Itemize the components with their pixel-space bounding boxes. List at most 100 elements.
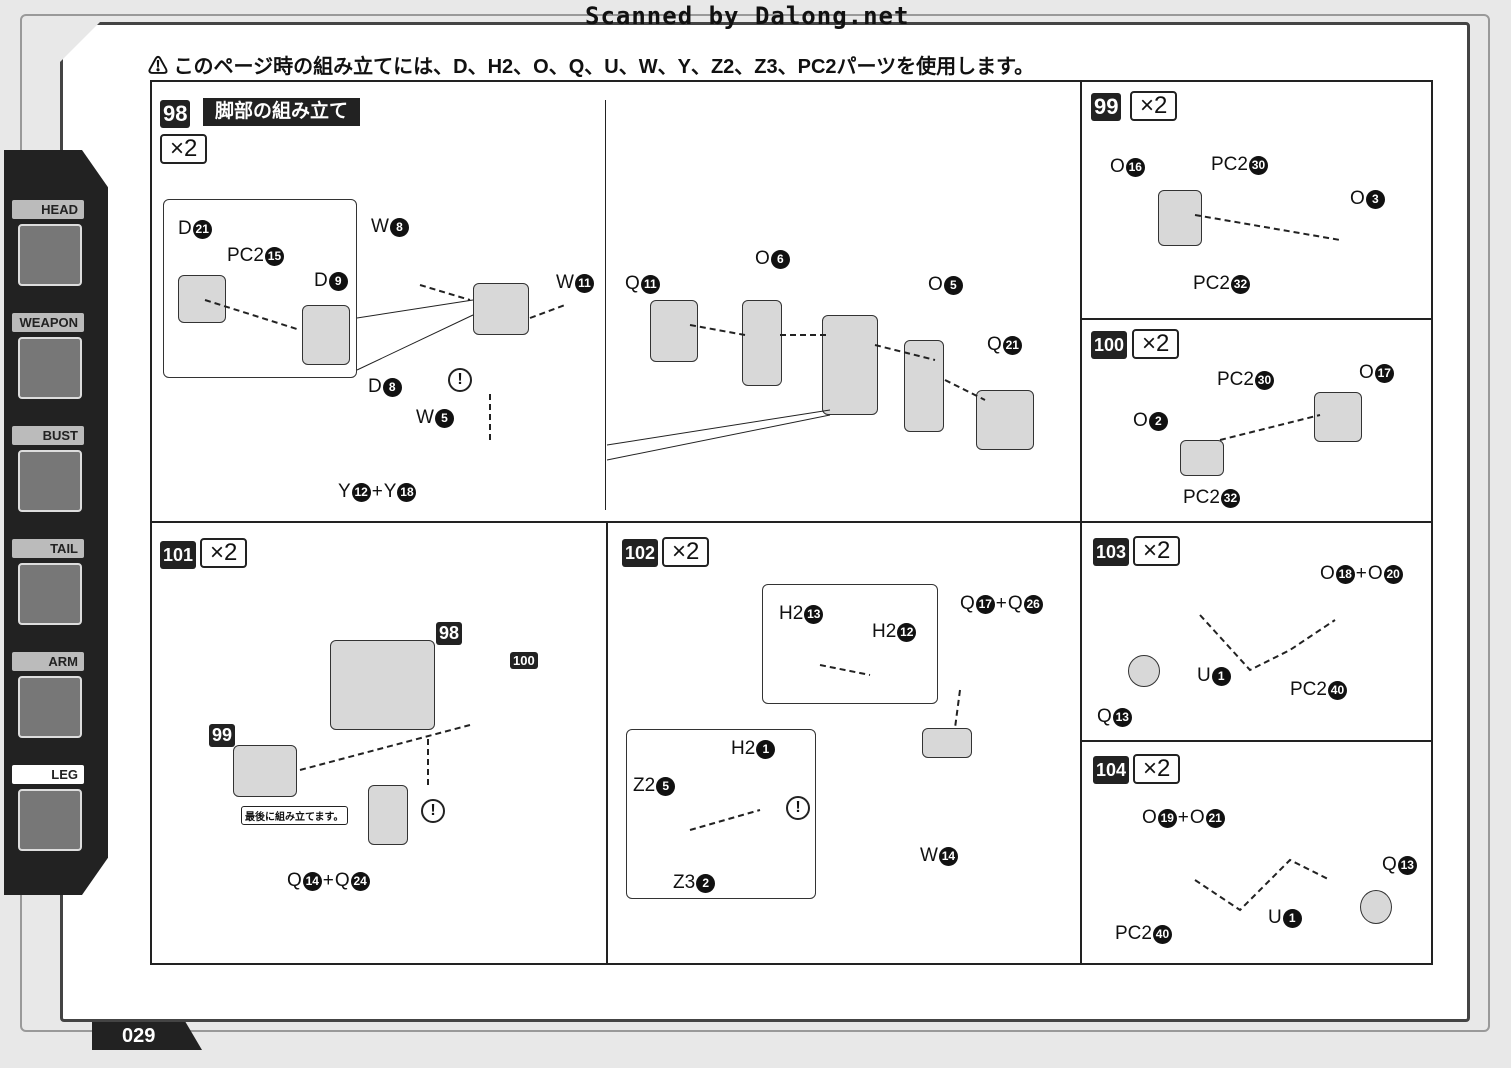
caution-icon: !: [786, 796, 810, 820]
part-runner: O: [1110, 156, 1125, 177]
part-illustration: [922, 728, 972, 758]
part-number: 19: [1157, 808, 1177, 828]
part-number: 20: [1383, 564, 1403, 584]
part-illustration: [1314, 392, 1362, 442]
divider: [150, 521, 1433, 523]
part-runner: O: [1189, 807, 1205, 828]
sidebar-tab-bust[interactable]: BUST: [12, 426, 84, 445]
part-runner: W: [556, 272, 574, 293]
part-number: 40: [1327, 680, 1347, 700]
parts-notice: ⚠ このページ時の組み立てには、D、H2、O、Q、U、W、Y、Z2、Z3、PC2…: [148, 56, 1035, 78]
multiplier-badge: ×2: [662, 537, 710, 567]
watermark: Scanned by Dalong.net: [585, 2, 910, 30]
part-number: 1: [756, 739, 776, 759]
part-runner: U: [1268, 907, 1282, 928]
part-runner: O: [1359, 362, 1374, 383]
part-number: 30: [1248, 155, 1268, 175]
part-number: 3: [1365, 189, 1385, 209]
step-101-number: 101: [160, 541, 197, 569]
part-illustration: [904, 340, 944, 432]
multiplier-badge: ×2: [1133, 754, 1181, 784]
plus-sign: +: [371, 481, 383, 502]
part-number: 5: [943, 275, 963, 295]
part-runner: H2: [779, 603, 804, 624]
multiplier-badge: ×2: [1132, 329, 1180, 359]
part-number: 13: [1397, 855, 1417, 875]
part-illustration: [330, 640, 435, 730]
part-number: 12: [897, 622, 917, 642]
part-runner: U: [1197, 665, 1211, 686]
part-number: 13: [804, 604, 824, 624]
part-runner: Q: [1007, 593, 1023, 614]
part-runner: H2: [731, 738, 756, 759]
step-ref-tag: 100: [510, 652, 538, 669]
part-runner: PC2: [1290, 679, 1327, 700]
part-number: 16: [1125, 157, 1145, 177]
part-number: 21: [1205, 808, 1225, 828]
part-runner: PC2: [1217, 369, 1254, 390]
caution-icon: !: [448, 368, 472, 392]
part-number: 2: [1148, 411, 1168, 431]
part-runner: W: [416, 407, 434, 428]
part-number: 1: [1282, 908, 1302, 928]
step-102-number: 102: [622, 539, 659, 567]
part-number: 21: [192, 219, 212, 239]
step-ref-tag: 99: [209, 724, 236, 747]
part-runner: Q: [987, 334, 1002, 355]
part-runner: Z2: [633, 775, 656, 796]
part-number: 32: [1220, 488, 1240, 508]
divider: [606, 521, 608, 965]
part-number: 18: [397, 482, 417, 502]
detail-inset: [626, 729, 816, 899]
sidebar-tab-head[interactable]: HEAD: [12, 200, 84, 219]
part-illustration: [178, 275, 226, 323]
part-illustration: [1128, 655, 1160, 687]
part-number: 11: [640, 274, 660, 294]
part-number: 6: [770, 249, 790, 269]
part-runner: Y: [338, 481, 351, 502]
step-103-number: 103: [1093, 538, 1130, 566]
part-runner: Q: [625, 273, 640, 294]
divider: [1080, 740, 1433, 742]
section-icon: [18, 224, 82, 286]
sidebar-tab-leg[interactable]: LEG: [12, 765, 84, 784]
section-icon: [18, 337, 82, 399]
part-runner: O: [1367, 563, 1383, 584]
part-illustration: [1360, 890, 1392, 924]
part-runner: Q: [1382, 854, 1397, 875]
detail-inset: [762, 584, 938, 704]
plus-sign: +: [322, 870, 334, 891]
sidebar-tab-weapon[interactable]: WEAPON: [12, 313, 84, 332]
part-illustration: [822, 315, 878, 415]
part-number: 14: [302, 871, 322, 891]
multiplier-badge: ×2: [160, 134, 208, 164]
step-104-number: 104: [1093, 756, 1130, 784]
part-runner: O: [1142, 807, 1157, 828]
plus-sign: +: [1355, 563, 1367, 584]
sidebar-tab-arm[interactable]: ARM: [12, 652, 84, 671]
part-runner: PC2: [1115, 923, 1152, 944]
part-number: 21: [1002, 335, 1022, 355]
part-number: 1: [1211, 666, 1231, 686]
part-illustration: [302, 305, 350, 365]
part-runner: Z3: [673, 872, 696, 893]
part-runner: O: [928, 274, 943, 295]
part-number: 8: [389, 217, 409, 237]
sidebar-tab-tail[interactable]: TAIL: [12, 539, 84, 558]
part-number: 14: [938, 846, 958, 866]
part-number: 2: [696, 873, 716, 893]
